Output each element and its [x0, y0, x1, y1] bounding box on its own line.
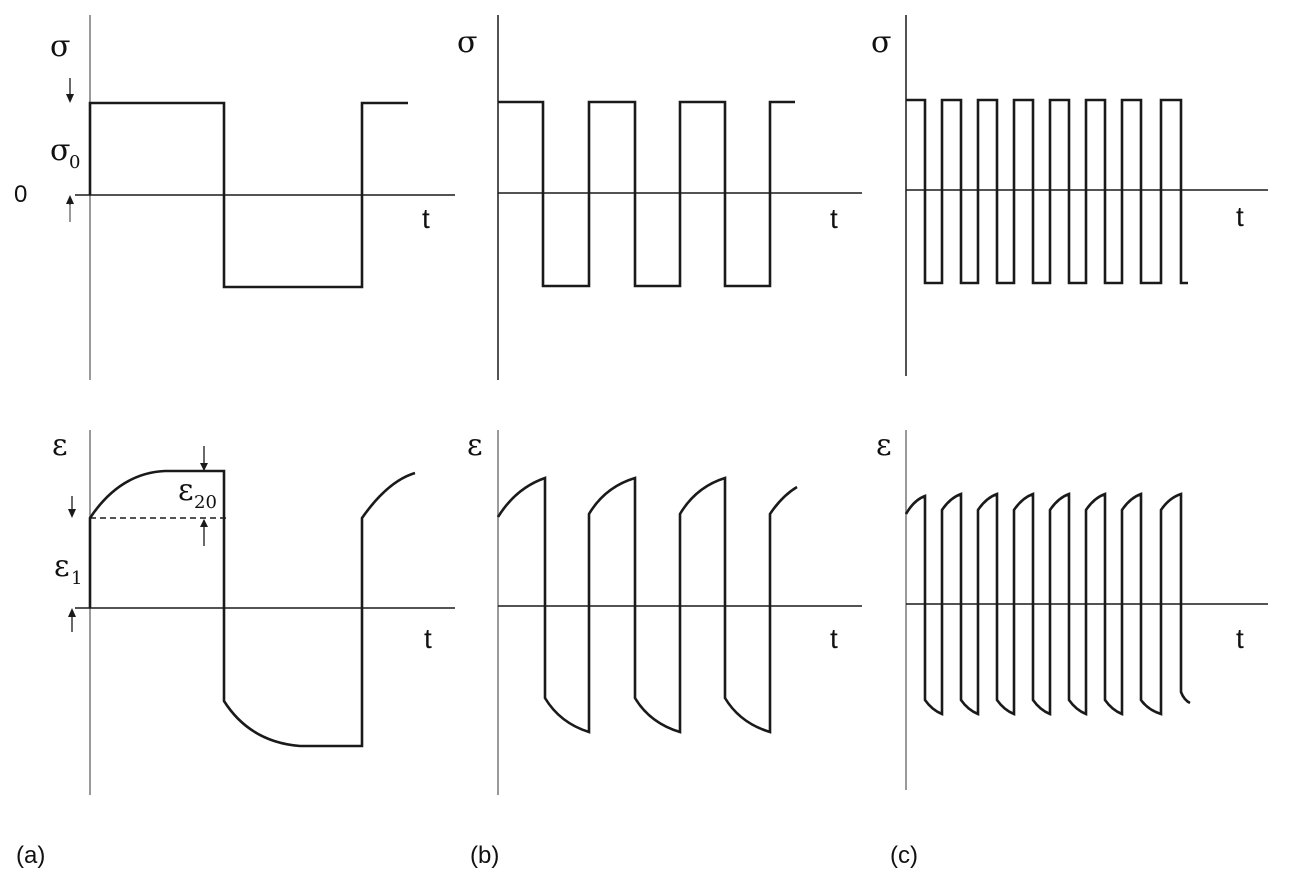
- stress-axis-label-a: σ: [50, 29, 70, 64]
- time-label-strain-c: t: [1236, 623, 1244, 654]
- stress-axis-label-b: σ: [457, 25, 477, 60]
- time-label-strain-a: t: [424, 623, 432, 654]
- sigma0-label: σ: [50, 133, 70, 168]
- time-label-stress-b: t: [830, 203, 838, 234]
- eps1-label: ε: [54, 549, 70, 584]
- strain-axis-label-a: ε: [52, 428, 68, 463]
- stress-wave-b: [498, 100, 795, 288]
- panel-label-b: (b): [470, 842, 499, 869]
- stress-wave-c: [906, 98, 1188, 285]
- stress-axis-label-c: σ: [871, 25, 891, 60]
- panel-c: σ t ε t (c): [871, 15, 1268, 869]
- strain-axis-label-c: ε: [876, 428, 892, 463]
- eps1-subscript: 1: [71, 568, 82, 589]
- eps20-arrow-top: [200, 463, 208, 471]
- stress-wave-a: [88, 101, 408, 289]
- eps1-arrow-top: [68, 509, 76, 518]
- time-label-stress-c: t: [1236, 201, 1244, 232]
- time-label-strain-b: t: [830, 623, 838, 654]
- panel-label-a: (a): [16, 842, 45, 869]
- eps20-label: ε: [178, 473, 194, 508]
- sigma0-subscript: 0: [69, 152, 80, 173]
- strain-axis-label-b: ε: [467, 428, 483, 463]
- strain-wave-a: [88, 469, 416, 748]
- eps20-arrow-bottom: [200, 519, 208, 527]
- time-label-stress-a: t: [422, 203, 430, 234]
- panel-a: σ σ 0 0 t ε ε 20 ε 1 t (a): [14, 15, 455, 869]
- panel-label-c: (c): [890, 842, 918, 869]
- zero-label: 0: [14, 181, 27, 208]
- sigma0-arrow-bottom: [66, 195, 74, 204]
- eps20-subscript: 20: [194, 492, 217, 513]
- strain-wave-b: [496, 476, 798, 734]
- strain-wave-c: [904, 492, 1191, 716]
- sigma0-arrow-top: [66, 94, 74, 103]
- eps1-arrow-bottom: [68, 608, 76, 617]
- panel-b: σ t ε t (b): [457, 15, 862, 869]
